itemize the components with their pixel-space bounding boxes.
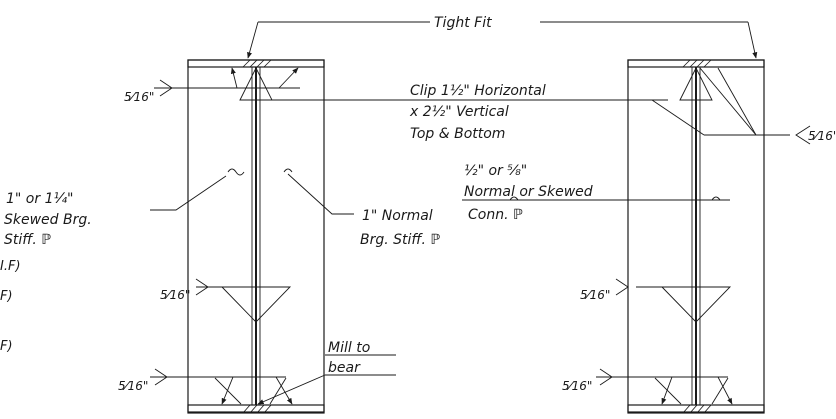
normal-stiff-leader: [287, 173, 354, 215]
left-bottom-flange-hatch: [242, 404, 272, 414]
weld-size-right-mid: 5⁄16": [580, 288, 610, 302]
weld-size-right-top: 5⁄16": [808, 129, 836, 143]
mill-label-line-2: bear: [328, 360, 361, 376]
tight-fit-label: Tight Fit: [434, 15, 492, 31]
skewed-label-line-1: 1" or 1¼": [6, 191, 73, 207]
left-break-mark-1: [227, 168, 245, 176]
left-weld-symbol-bottom: [154, 368, 168, 386]
clip-label-line-3: Top & Bottom: [410, 126, 505, 142]
right-weld-symbol-top: [795, 125, 811, 145]
conn-label-line-3: Conn. ℙ: [468, 207, 523, 223]
right-weld-symbol-bottom: [599, 368, 613, 386]
partial-text-1: I.F): [0, 259, 21, 274]
weld-size-left-bottom: 5⁄16": [118, 379, 148, 393]
left-break-mark-2: [283, 168, 293, 173]
clip-label-line-2: x 2½" Vertical: [409, 104, 509, 120]
normal-label-line-1: 1" Normal: [362, 208, 433, 224]
conn-label-line-1: ½" or ⅝": [464, 163, 527, 179]
right-top-flange-hatch: [682, 59, 712, 68]
partial-text-2: F): [0, 289, 13, 304]
left-weld-symbol-mid: [195, 278, 209, 296]
weld-size-left-top: 5⁄16": [124, 90, 154, 104]
left-top-flange-hatch: [242, 59, 272, 68]
right-girder: [596, 59, 811, 414]
mill-label-line-1: Mill to: [328, 340, 370, 356]
left-weld-symbol-top: [159, 79, 173, 97]
right-weld-symbol-mid: [615, 278, 629, 296]
conn-label-line-2: Normal or Skewed: [464, 184, 593, 200]
right-top-clip: [679, 66, 713, 101]
skewed-label-line-3: Stiff. ℙ: [4, 232, 51, 248]
normal-label-line-2: Brg. Stiff. ℙ: [360, 232, 440, 248]
partial-text-3: F): [0, 339, 13, 354]
right-bottom-flange-hatch: [682, 404, 712, 414]
left-girder: [150, 59, 325, 414]
clip-label-line-1: Clip 1½" Horizontal: [410, 83, 546, 99]
tight-fit-leader: [247, 21, 758, 59]
skewed-label-line-2: Skewed Brg.: [4, 212, 92, 228]
skewed-stiff-leader: [150, 175, 227, 211]
left-top-clip: [239, 66, 273, 101]
weld-size-right-bottom: 5⁄16": [562, 379, 592, 393]
weld-size-left-mid: 5⁄16": [160, 288, 190, 302]
